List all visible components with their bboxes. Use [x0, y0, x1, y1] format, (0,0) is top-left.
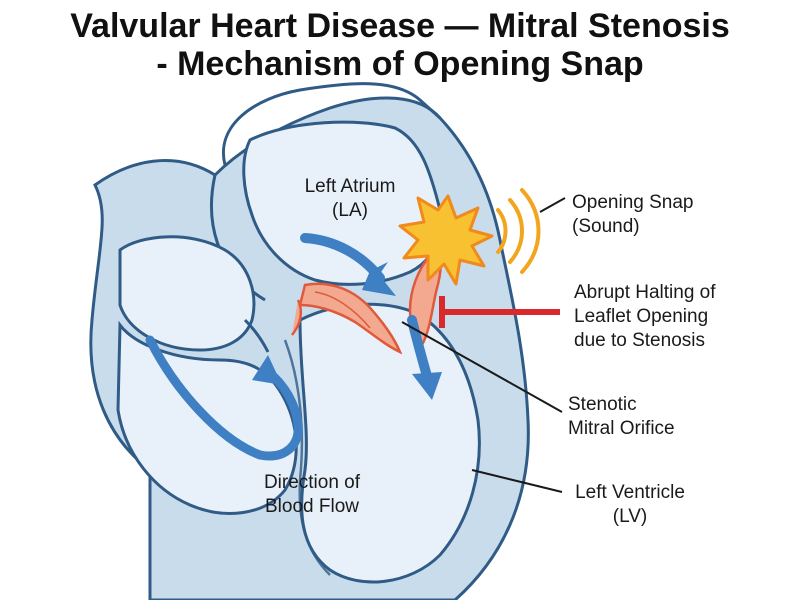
sound-wave-icon	[496, 188, 541, 274]
septum	[283, 339, 331, 576]
label-abrupt-halting-2: Leaflet Opening	[574, 306, 708, 327]
starburst-icon	[398, 194, 494, 286]
mitral-anterior-leaflet	[298, 282, 403, 355]
label-direction-flow-2: Blood Flow	[265, 496, 359, 517]
flow-arrow-rv	[145, 335, 303, 461]
label-stenotic-orifice-2: Mitral Orifice	[568, 418, 675, 439]
label-opening-snap-2: (Sound)	[572, 216, 640, 237]
mitral-anterior-leaflet-detail	[314, 291, 371, 329]
leader-left-ventricle	[471, 469, 563, 493]
label-left-ventricle-1: Left Ventricle	[575, 482, 685, 503]
label-abrupt-halting-1: Abrupt Halting of	[574, 282, 716, 303]
flow-arrow-la-tip	[362, 266, 396, 296]
aortic-arch	[222, 82, 442, 166]
label-left-ventricle-2: (LV)	[613, 506, 647, 527]
label-direction-flow-1: Direction of	[264, 472, 361, 493]
flow-arrow-rv-head	[252, 355, 282, 385]
label-stenotic-orifice-1: Stenotic	[568, 394, 637, 415]
flow-arrow-lv-head	[412, 372, 442, 400]
label-abrupt-halting-3: due to Stenosis	[574, 330, 705, 351]
title-line-1: Valvular Heart Disease — Mitral Stenosis	[70, 7, 730, 45]
leader-stenotic-orifice	[401, 321, 563, 413]
tricuspid-leaflet	[243, 318, 270, 353]
label-opening-snap-1: Opening Snap	[572, 192, 694, 213]
label-left-atrium-2: (LA)	[332, 200, 368, 221]
left-atrium-chamber	[242, 120, 443, 286]
t-bar-inhibition-icon	[439, 296, 560, 328]
title-line-2: - Mechanism of Opening Snap	[156, 45, 644, 83]
leader-opening-snap	[539, 197, 566, 213]
mitral-annulus-left	[291, 299, 303, 336]
label-left-atrium-1: Left Atrium	[305, 176, 396, 197]
